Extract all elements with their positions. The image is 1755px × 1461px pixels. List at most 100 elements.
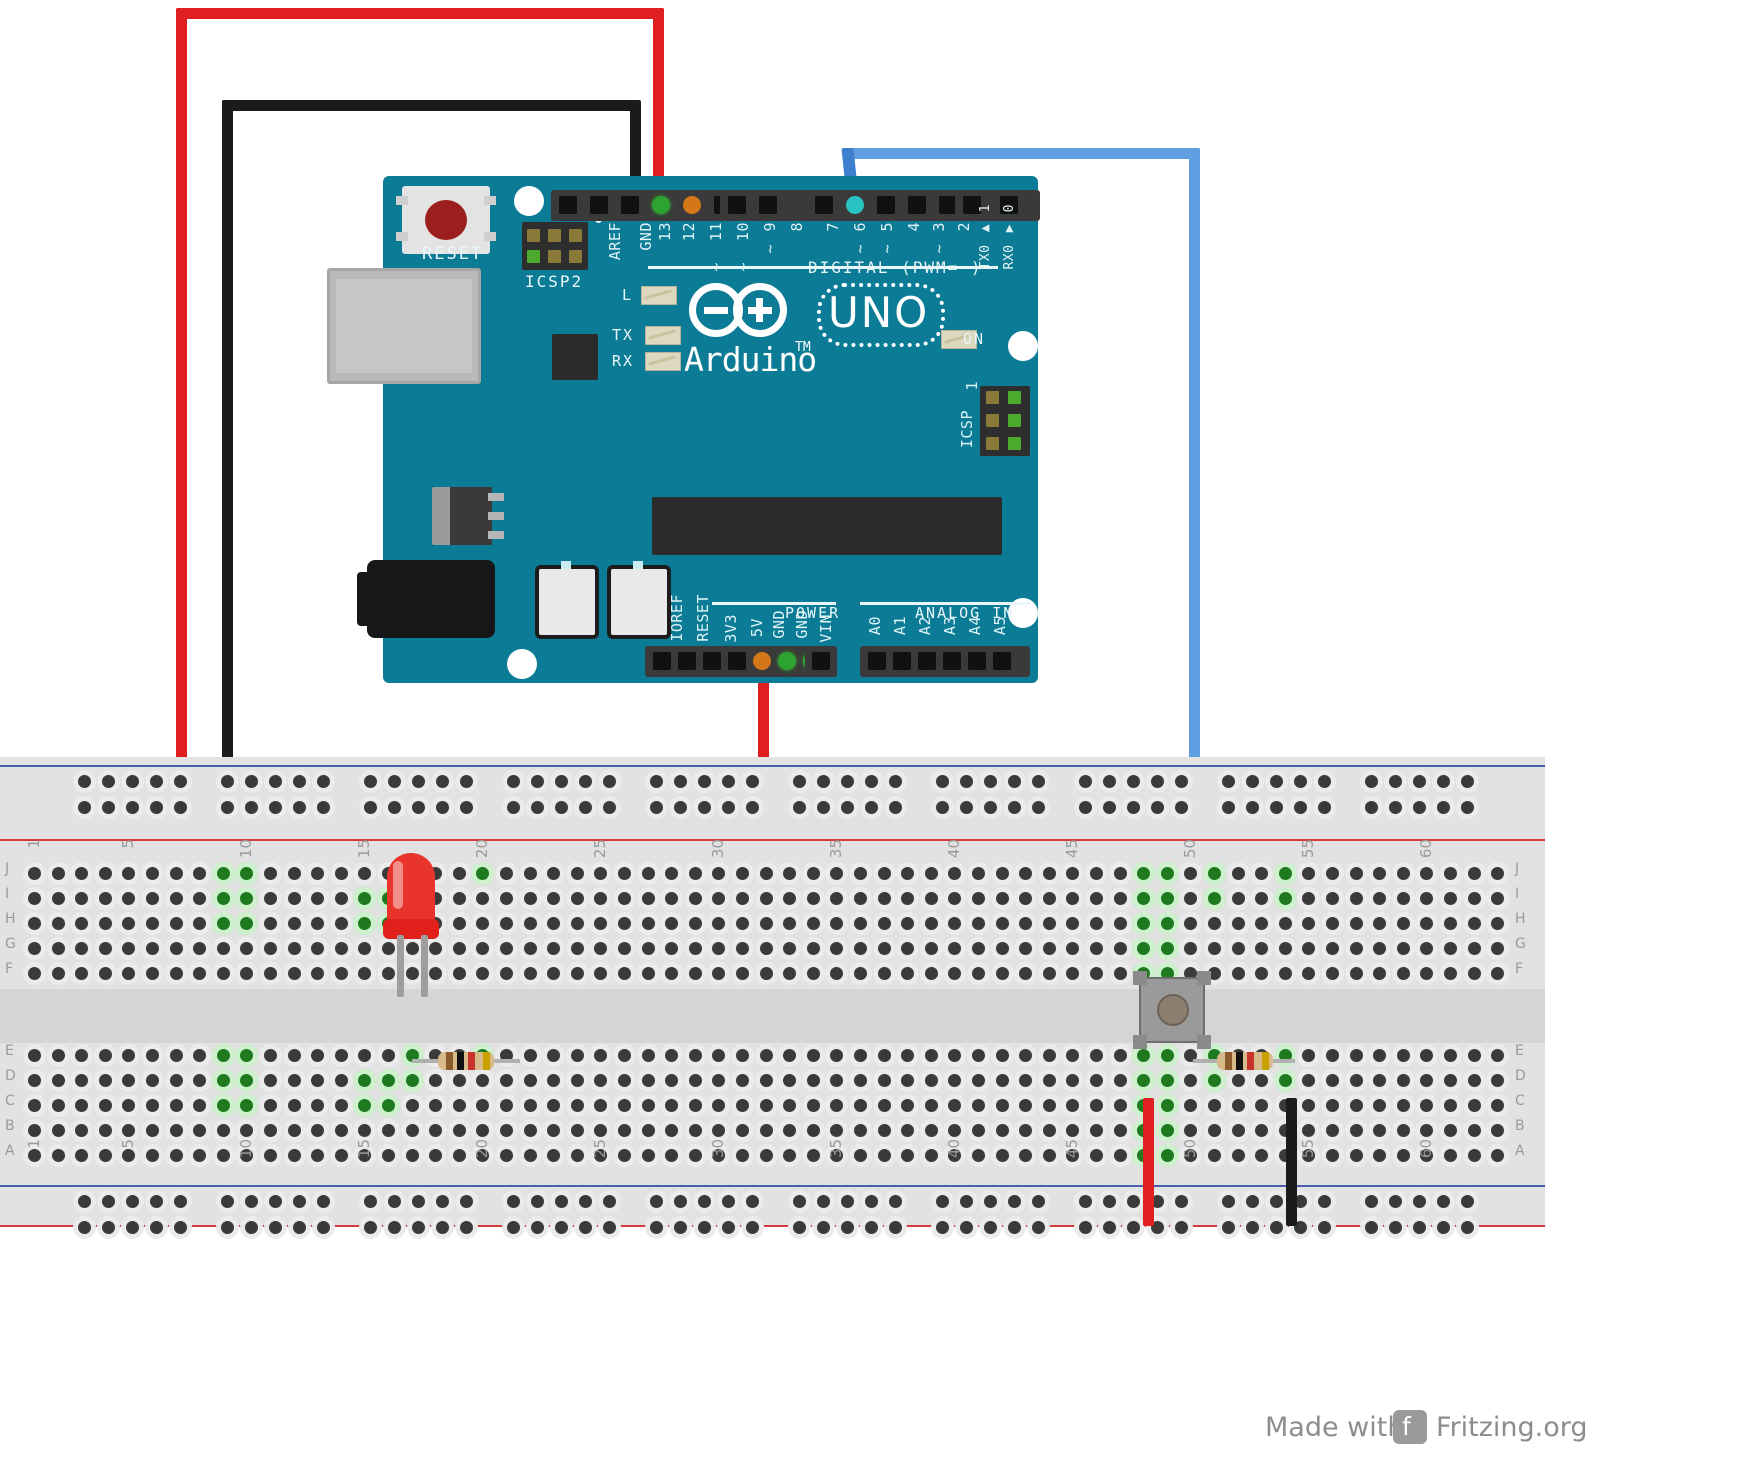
- hole-top-c20[interactable]: [476, 942, 490, 955]
- hole-bottom-c7[interactable]: [169, 1124, 183, 1137]
- hole-top-c20[interactable]: [476, 917, 490, 930]
- rail-top-hole[interactable]: [1365, 775, 1378, 788]
- hole-top-c33[interactable]: [783, 967, 797, 980]
- hole-top-c28[interactable]: [665, 967, 679, 980]
- hole-bottom-c53[interactable]: [1255, 1149, 1269, 1162]
- hole-bottom-c38[interactable]: [901, 1149, 915, 1162]
- hole-bottom-c1[interactable]: [28, 1049, 41, 1062]
- hole-top-c63[interactable]: [1491, 867, 1505, 880]
- hole-bottom-c22[interactable]: [523, 1124, 537, 1137]
- hole-bottom-c63[interactable]: [1491, 1099, 1505, 1112]
- hole-top-c55[interactable]: [1302, 942, 1316, 955]
- hole-bottom-c24[interactable]: [570, 1124, 584, 1137]
- rail-bottom-hole[interactable]: [722, 1221, 735, 1234]
- rail-top-hole[interactable]: [936, 775, 949, 788]
- rail-bottom-hole[interactable]: [603, 1221, 616, 1234]
- hole-top-c53[interactable]: [1255, 967, 1269, 980]
- hole-top-c22[interactable]: [523, 892, 537, 905]
- hole-bottom-c60[interactable]: [1420, 1149, 1434, 1162]
- rail-bottom-hole[interactable]: [1270, 1195, 1283, 1208]
- hole-top-c28[interactable]: [665, 867, 679, 880]
- hole-top-c58[interactable]: [1373, 892, 1387, 905]
- hole-top-c24[interactable]: [570, 867, 584, 880]
- hole-bottom-c28[interactable]: [665, 1049, 679, 1062]
- hole-bottom-c31[interactable]: [736, 1149, 749, 1162]
- hole-bottom-c50[interactable]: [1184, 1124, 1198, 1137]
- hole-bottom-c17[interactable]: [405, 1049, 419, 1062]
- rail-top-hole[interactable]: [245, 775, 258, 788]
- rail-bottom-hole[interactable]: [579, 1195, 592, 1208]
- hole-bottom-c32[interactable]: [759, 1124, 773, 1137]
- hole-bottom-c23[interactable]: [547, 1099, 561, 1112]
- hole-top-c50[interactable]: [1184, 892, 1198, 905]
- hole-top-c47[interactable]: [1113, 942, 1127, 955]
- rail-bottom-hole[interactable]: [1365, 1221, 1378, 1234]
- hole-top-c50[interactable]: [1184, 867, 1198, 880]
- hole-top-c46[interactable]: [1090, 942, 1103, 955]
- hole-bottom-c51[interactable]: [1208, 1149, 1221, 1162]
- hole-bottom-c43[interactable]: [1019, 1124, 1033, 1137]
- hole-bottom-c4[interactable]: [98, 1124, 112, 1137]
- hole-top-c23[interactable]: [547, 917, 561, 930]
- rail-bottom-hole[interactable]: [1222, 1195, 1235, 1208]
- hole-bottom-c25[interactable]: [594, 1074, 608, 1087]
- rail-bottom-hole[interactable]: [889, 1195, 902, 1208]
- wire-button-ground-jumper[interactable]: [1286, 1098, 1297, 1226]
- rail-bottom-hole[interactable]: [1437, 1221, 1450, 1234]
- hole-top-c54[interactable]: [1278, 967, 1292, 980]
- hole-top-c8[interactable]: [193, 917, 207, 930]
- hole-bottom-c59[interactable]: [1396, 1049, 1410, 1062]
- rail-top-hole[interactable]: [412, 801, 425, 814]
- power-pin-5v[interactable]: [753, 652, 771, 670]
- rail-bottom-hole[interactable]: [150, 1195, 163, 1208]
- hole-top-c54[interactable]: [1278, 867, 1292, 880]
- hole-bottom-c23[interactable]: [547, 1049, 561, 1062]
- rail-bottom-hole[interactable]: [460, 1221, 473, 1234]
- rail-bottom-hole[interactable]: [865, 1195, 878, 1208]
- hole-top-c44[interactable]: [1042, 917, 1056, 930]
- hole-top-c22[interactable]: [523, 942, 537, 955]
- rail-bottom-hole[interactable]: [531, 1195, 544, 1208]
- rail-top-hole[interactable]: [1294, 775, 1307, 788]
- hole-top-c23[interactable]: [547, 867, 561, 880]
- hole-top-c30[interactable]: [712, 867, 726, 880]
- hole-bottom-c13[interactable]: [311, 1074, 325, 1087]
- hole-bottom-c19[interactable]: [452, 1074, 466, 1087]
- hole-bottom-c2[interactable]: [51, 1149, 65, 1162]
- rail-bottom-hole[interactable]: [1032, 1195, 1045, 1208]
- rail-top-hole[interactable]: [650, 775, 663, 788]
- hole-bottom-c4[interactable]: [98, 1149, 112, 1162]
- hole-bottom-c22[interactable]: [523, 1049, 537, 1062]
- hole-bottom-c42[interactable]: [995, 1124, 1009, 1137]
- hole-bottom-c43[interactable]: [1019, 1149, 1033, 1162]
- rail-bottom-hole[interactable]: [1461, 1195, 1474, 1208]
- hole-top-c46[interactable]: [1090, 892, 1103, 905]
- rail-top-hole[interactable]: [722, 801, 735, 814]
- hole-bottom-c55[interactable]: [1302, 1099, 1316, 1112]
- hole-top-c3[interactable]: [75, 917, 89, 930]
- hole-bottom-c53[interactable]: [1255, 1074, 1269, 1087]
- hole-top-c37[interactable]: [877, 942, 891, 955]
- hole-top-c18[interactable]: [429, 942, 443, 955]
- hole-top-c21[interactable]: [500, 967, 513, 980]
- hole-bottom-c25[interactable]: [594, 1099, 608, 1112]
- hole-top-c38[interactable]: [901, 942, 915, 955]
- hole-bottom-c29[interactable]: [688, 1074, 702, 1087]
- rail-bottom-hole[interactable]: [102, 1195, 115, 1208]
- hole-top-c21[interactable]: [500, 867, 513, 880]
- hole-top-c49[interactable]: [1160, 942, 1174, 955]
- hole-top-c42[interactable]: [995, 892, 1009, 905]
- hole-bottom-c4[interactable]: [98, 1099, 112, 1112]
- rail-top-hole[interactable]: [1151, 775, 1164, 788]
- hole-bottom-c62[interactable]: [1467, 1099, 1481, 1112]
- rail-top-hole[interactable]: [531, 801, 544, 814]
- hole-top-c16[interactable]: [382, 967, 395, 980]
- hole-top-c42[interactable]: [995, 867, 1009, 880]
- rail-bottom-hole[interactable]: [412, 1221, 425, 1234]
- hole-top-c60[interactable]: [1420, 917, 1434, 930]
- hole-bottom-c56[interactable]: [1326, 1124, 1339, 1137]
- hole-bottom-c51[interactable]: [1208, 1099, 1221, 1112]
- hole-bottom-c11[interactable]: [264, 1049, 277, 1062]
- hole-top-c15[interactable]: [358, 967, 372, 980]
- digital-header-rx[interactable]: [955, 190, 1037, 221]
